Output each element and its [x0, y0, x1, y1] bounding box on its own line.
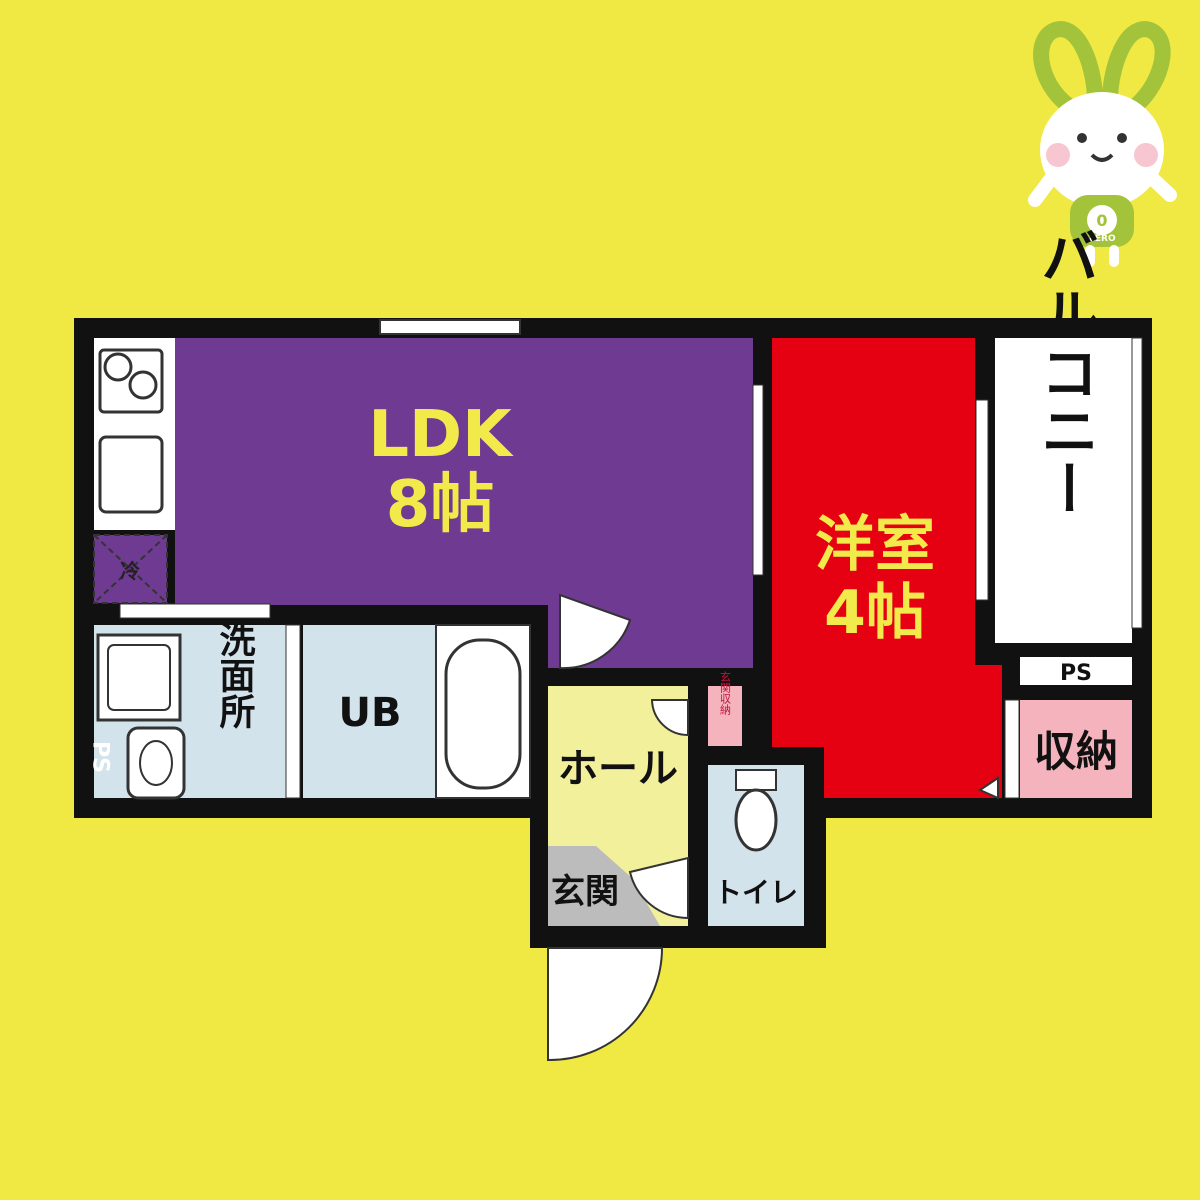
toilet-bowl-icon	[734, 788, 778, 852]
ldk-sliding-door	[752, 384, 764, 576]
ps-wash-label: PS	[88, 741, 113, 773]
room-entrance	[548, 846, 660, 926]
room-entrance-storage	[708, 686, 742, 746]
mascot-leg-right	[1109, 245, 1119, 267]
hall-door-swing	[559, 593, 632, 670]
room-western	[772, 338, 1002, 798]
stove-icon	[98, 348, 164, 414]
balcony-rail	[1131, 337, 1143, 629]
mascot-eye-right	[1117, 133, 1127, 143]
mascot-mouth	[1090, 153, 1114, 162]
western-name: 洋室	[815, 510, 935, 580]
mascot-arm-left	[1028, 173, 1057, 207]
ldk-name: LDK	[368, 398, 514, 472]
mascot-cheek-left	[1046, 143, 1070, 167]
mascot-eye-left	[1077, 133, 1087, 143]
ldk-window	[379, 319, 521, 335]
washing-machine-drum-icon	[107, 644, 171, 711]
ldk-size: 8帖	[386, 468, 495, 542]
bath-door	[285, 624, 301, 799]
toilet-name: トイレ	[714, 876, 798, 909]
room-balcony	[995, 338, 1132, 643]
ps-main-box	[1020, 657, 1132, 685]
wash-basin-bowl-icon	[139, 740, 173, 786]
fridge-cross-line	[93, 534, 168, 604]
ps-main-label: PS	[1060, 661, 1092, 686]
bath-name: UB	[339, 690, 402, 736]
washroom-sliding-door	[119, 603, 271, 619]
toilet-tank-icon	[735, 769, 777, 791]
mascot-badge-text: ZERO	[1088, 234, 1116, 244]
mascot-cheek-right	[1134, 143, 1158, 167]
entrance-storage-door-swing	[650, 699, 689, 737]
room-ldk	[175, 338, 753, 668]
mascot-badge-mark: 0	[1096, 211, 1107, 230]
mascot-badge	[1087, 205, 1117, 235]
mascot-leg-left	[1085, 245, 1095, 267]
storage-door	[1004, 699, 1020, 799]
fridge-label: 冷	[120, 559, 140, 583]
western-size: 4帖	[824, 578, 926, 648]
wash-basin-icon	[126, 726, 186, 800]
front-door-swing	[547, 947, 664, 1062]
washroom-name: 洗面所	[214, 621, 256, 730]
stove-burner-icon	[128, 370, 158, 400]
mascot-head	[1040, 92, 1164, 208]
mascot: 0 ZERO	[1028, 21, 1177, 267]
fridge-space: 冷	[93, 534, 168, 604]
room-storage	[1020, 700, 1132, 798]
stove-burner-icon	[103, 352, 133, 382]
door-swings	[547, 593, 999, 1062]
mascot-arm-right	[1147, 173, 1177, 202]
fridge-cross-line	[93, 534, 168, 604]
bathtub-basin-icon	[444, 638, 522, 790]
entrance-storage-name: 玄関収納	[719, 670, 732, 716]
washing-machine-icon	[96, 633, 182, 722]
storage-name: 収納	[1034, 727, 1118, 776]
hall-name: ホール	[558, 746, 678, 792]
mascot-ears	[1033, 21, 1171, 117]
entrance-name: 玄関	[551, 872, 619, 912]
western-window	[975, 399, 989, 601]
toilet-door-swing	[628, 856, 689, 920]
western-storage-door-mark	[977, 776, 999, 800]
balcony-name: バルコニー	[1031, 227, 1099, 517]
sink-icon	[98, 435, 164, 514]
